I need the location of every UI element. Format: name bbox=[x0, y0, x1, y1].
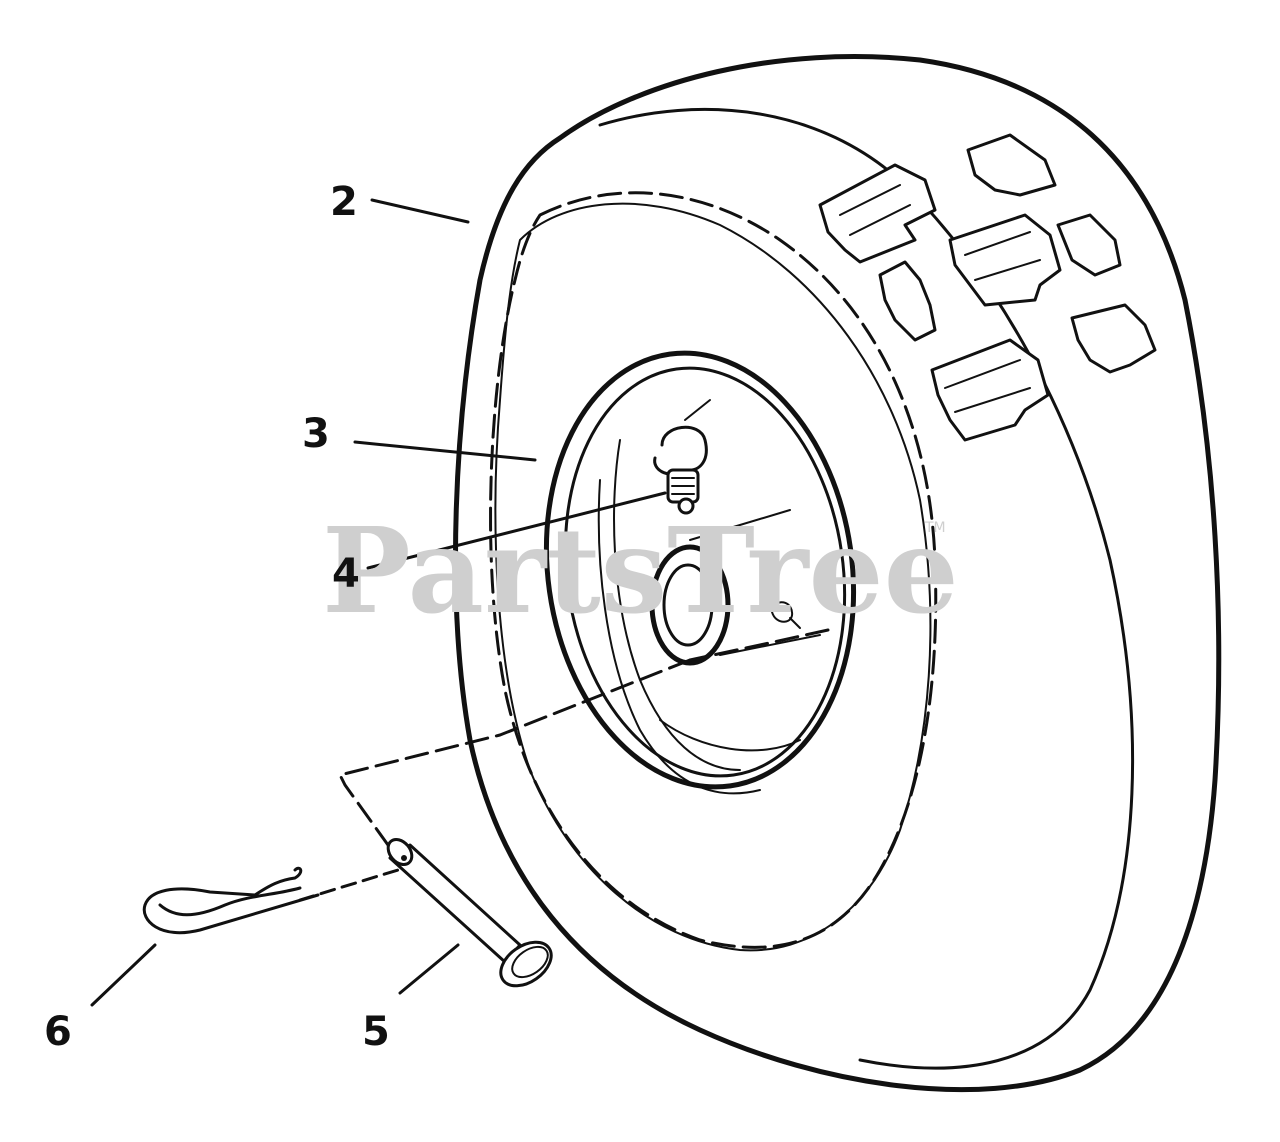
leader-line-6 bbox=[90, 943, 157, 1007]
valve-stem-threads bbox=[671, 477, 695, 495]
tire bbox=[453, 54, 1222, 1093]
hub-inner bbox=[662, 563, 714, 647]
callout-4: 4 bbox=[332, 551, 360, 597]
watermark-text: PartsTree bbox=[322, 501, 959, 640]
cotter-dashed-line bbox=[298, 868, 400, 902]
tread-block bbox=[1056, 213, 1122, 277]
rim-wall-line bbox=[689, 509, 791, 541]
tread-block bbox=[948, 213, 1062, 307]
clevis-pin bbox=[386, 837, 553, 988]
axle-dashed-line-upper bbox=[688, 628, 830, 662]
rim-flange bbox=[563, 366, 847, 778]
leader-line-5 bbox=[398, 943, 460, 995]
leader-line-3 bbox=[353, 440, 537, 462]
callout-6: 6 bbox=[44, 1009, 72, 1055]
tire-sidewall-edge bbox=[598, 107, 1135, 1070]
hub-outer bbox=[649, 544, 731, 666]
clevis-pin-hole bbox=[401, 855, 407, 861]
rim-dish-curve bbox=[613, 439, 741, 771]
valve-stem-body bbox=[660, 425, 708, 472]
tire-inner-contour bbox=[494, 202, 932, 952]
axle-dashed-line bbox=[338, 658, 692, 847]
hairpin-cotter-leg bbox=[158, 886, 302, 917]
tread-block bbox=[839, 184, 911, 236]
rim-wall-line bbox=[719, 634, 821, 656]
axle-center-line bbox=[298, 628, 830, 902]
valve-stem bbox=[653, 399, 711, 515]
tread-block bbox=[964, 231, 1041, 281]
tread-block bbox=[966, 133, 1057, 197]
tread-block bbox=[878, 260, 937, 342]
rim-dish-curve bbox=[597, 479, 761, 795]
rim-outer-edge bbox=[543, 350, 857, 790]
clevis-pin-head-face bbox=[511, 945, 549, 979]
tread-block bbox=[818, 163, 937, 264]
tread-block bbox=[1070, 303, 1157, 374]
leader-line-4 bbox=[366, 491, 667, 570]
leader-line-2 bbox=[370, 198, 470, 224]
watermark-trademark: TM bbox=[924, 520, 946, 536]
rim-dish-curve bbox=[659, 719, 801, 752]
rim-rivet bbox=[771, 601, 801, 629]
tread-block bbox=[944, 359, 1031, 413]
callout-2: 2 bbox=[330, 179, 358, 225]
wheel-rim bbox=[543, 350, 857, 795]
callout-5: 5 bbox=[362, 1009, 390, 1055]
tire-outer-contour bbox=[453, 54, 1222, 1093]
clevis-pin-head bbox=[499, 940, 553, 988]
valve-stem-cap bbox=[677, 497, 695, 515]
valve-stem-line bbox=[684, 399, 711, 421]
tread-block bbox=[930, 338, 1050, 442]
wheel-hub bbox=[649, 544, 731, 666]
hairpin-cotter-loop bbox=[142, 866, 320, 935]
hairpin-cotter bbox=[142, 866, 320, 935]
callout-3: 3 bbox=[302, 411, 330, 457]
leader-lines bbox=[90, 198, 667, 1007]
tire-tread-blocks bbox=[818, 133, 1157, 442]
